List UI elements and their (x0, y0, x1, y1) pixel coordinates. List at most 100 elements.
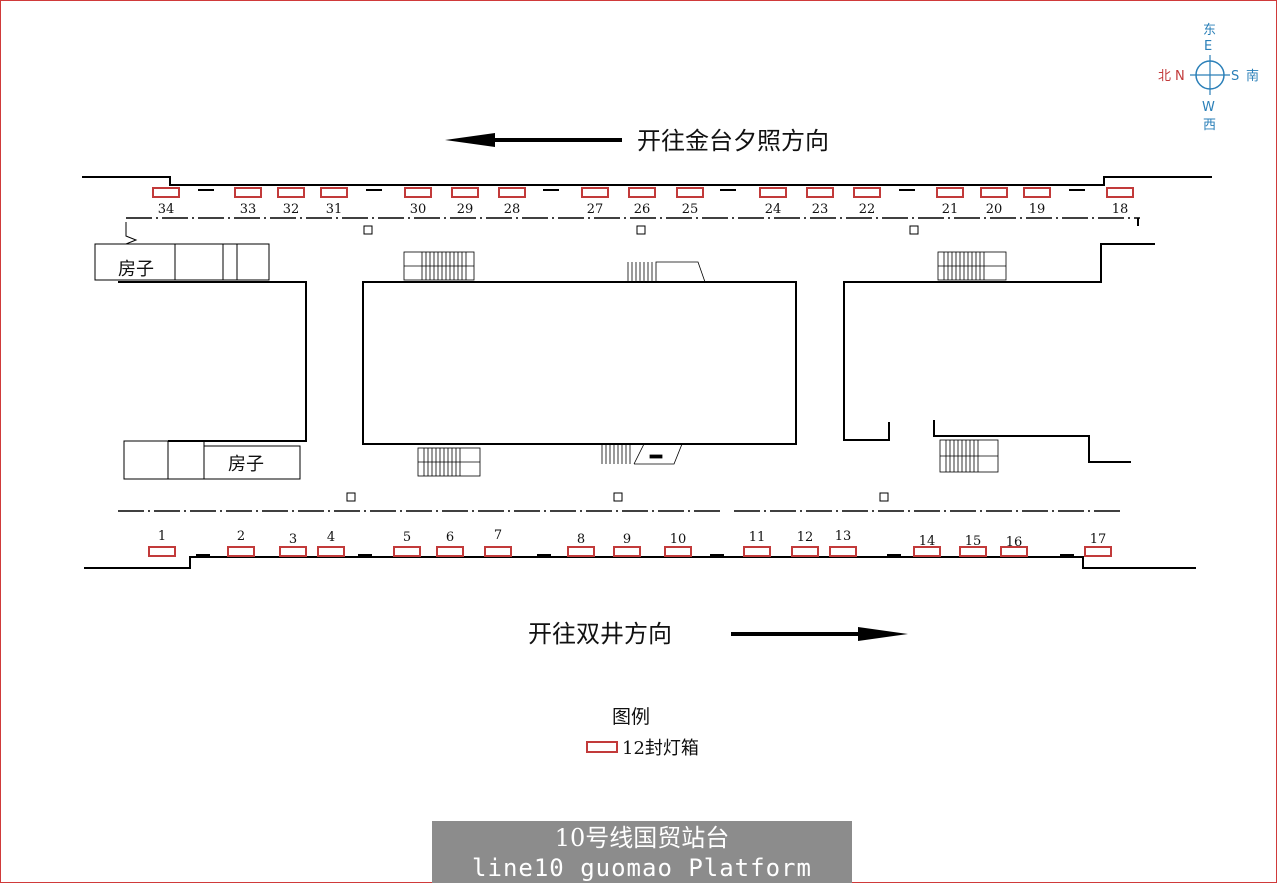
top-lightbox-label-25: 25 (682, 202, 699, 217)
top-lightbox-label-34: 34 (158, 202, 175, 217)
bottom-lightbox-label-15: 15 (965, 534, 982, 549)
bottom-lightbox-label-12: 12 (797, 530, 814, 545)
legend-item-label: 12封灯箱 (622, 738, 699, 759)
escalator-top-right (937, 251, 1007, 281)
legend-item: 12封灯箱 (586, 734, 699, 760)
bottom-lightbox-12 (791, 546, 819, 557)
direction-label-top: 开往金台夕照方向 (637, 127, 829, 155)
lightboxes-top: 34 33 32 31 30 29 28 27 26 25 24 23 22 21 20 19 18 (152, 187, 1134, 217)
bottom-lightbox-label-4: 4 (327, 530, 335, 545)
bottom-lightbox-13 (829, 546, 857, 557)
bottom-lightbox-15 (959, 546, 987, 557)
bottom-lightbox-5 (393, 546, 421, 557)
bottom-lightbox-8 (567, 546, 595, 557)
platform-markers (196, 189, 1085, 556)
room-label-bottom: 房子 (228, 454, 264, 475)
bottom-lightbox-label-17: 17 (1090, 532, 1107, 547)
map-title-banner: 10号线国贸站台 line10 guomao Platform (432, 821, 852, 883)
bottom-lightbox-label-6: 6 (446, 530, 454, 545)
top-lightbox-label-26: 26 (634, 202, 651, 217)
bottom-lightbox-label-16: 16 (1006, 535, 1023, 550)
top-lightbox-label-22: 22 (859, 202, 876, 217)
bottom-lightbox-1 (148, 546, 176, 557)
bottom-lightbox-4 (317, 546, 345, 557)
top-lightbox-21 (936, 187, 964, 198)
top-lightbox-label-32: 32 (283, 202, 300, 217)
bottom-lightbox-16 (1000, 546, 1028, 557)
top-lightbox-label-23: 23 (812, 202, 829, 217)
top-lightbox-label-18: 18 (1112, 202, 1129, 217)
bottom-lightbox-9 (613, 546, 641, 557)
compass-north: N (1175, 69, 1185, 84)
bottom-lightbox-label-9: 9 (623, 532, 631, 547)
bottom-lightbox-3 (279, 546, 307, 557)
direction-arrow-bottom (731, 627, 908, 641)
escalator-top-left (403, 251, 475, 281)
top-lightbox-34 (152, 187, 180, 198)
bottom-lightbox-7 (484, 546, 512, 557)
top-lightbox-20 (980, 187, 1008, 198)
escalator-bottom-right (939, 439, 999, 473)
top-lightbox-25 (676, 187, 704, 198)
top-lightbox-30 (404, 187, 432, 198)
top-lightbox-27 (581, 187, 609, 198)
top-lightbox-32 (277, 187, 305, 198)
top-lightbox-22 (853, 187, 881, 198)
bottom-lightbox-label-2: 2 (237, 529, 245, 544)
compass-icon: 东 E 北 N S 南 W 西 (1158, 23, 1259, 133)
top-lightbox-label-31: 31 (326, 202, 343, 217)
top-lightbox-label-28: 28 (504, 202, 521, 217)
compass-east: E (1204, 39, 1212, 54)
top-lightbox-33 (234, 187, 262, 198)
map-subtitle: line10 guomao Platform (472, 854, 812, 882)
top-lightbox-label-19: 19 (1029, 202, 1046, 217)
walls (118, 218, 1155, 463)
lightbox-swatch-icon (586, 741, 618, 753)
top-lightbox-29 (451, 187, 479, 198)
bottom-lightbox-label-7: 7 (494, 528, 502, 543)
column-markers (346, 225, 919, 502)
top-lightbox-label-21: 21 (942, 202, 959, 217)
top-lightbox-26 (628, 187, 656, 198)
top-lightbox-28 (498, 187, 526, 198)
bottom-lightbox-label-14: 14 (919, 534, 936, 549)
room-label-top: 房子 (118, 259, 154, 280)
top-lightbox-24 (759, 187, 787, 198)
top-lightbox-label-33: 33 (240, 202, 257, 217)
bottom-lightbox-label-13: 13 (835, 529, 852, 544)
bottom-lightbox-label-3: 3 (289, 532, 297, 547)
stairs-top-center (627, 261, 706, 283)
compass-north-cn: 北 (1158, 69, 1171, 84)
bottom-lightbox-label-1: 1 (158, 529, 166, 544)
compass-south-cn: 南 (1246, 68, 1259, 84)
direction-label-bottom: 开往双井方向 (528, 620, 672, 648)
compass-east-cn: 东 (1203, 23, 1216, 38)
bottom-lightbox-14 (913, 546, 941, 557)
top-lightbox-label-27: 27 (587, 202, 604, 217)
top-lightbox-label-20: 20 (986, 202, 1003, 217)
top-lightbox-19 (1023, 187, 1051, 198)
top-lightbox-31 (320, 187, 348, 198)
legend-title: 图例 (612, 706, 651, 728)
top-lightbox-label-24: 24 (765, 202, 782, 217)
bottom-lightbox-label-8: 8 (577, 532, 585, 547)
escalator-bottom-left (417, 447, 481, 477)
top-lightbox-23 (806, 187, 834, 198)
room-top (94, 243, 270, 281)
top-lightbox-label-29: 29 (457, 202, 474, 217)
bottom-lightbox-17 (1084, 546, 1112, 557)
bottom-lightbox-6 (436, 546, 464, 557)
compass-west-cn: 西 (1203, 118, 1216, 133)
stairs-bottom-center (601, 443, 683, 465)
compass-south: S (1231, 69, 1239, 84)
compass-west: W (1202, 100, 1215, 115)
bottom-lightbox-11 (743, 546, 771, 557)
room-bottom (123, 440, 301, 480)
bottom-lightbox-label-5: 5 (403, 530, 411, 545)
bottom-lightbox-10 (664, 546, 692, 557)
top-lightbox-18 (1106, 187, 1134, 198)
top-lightbox-label-30: 30 (410, 202, 427, 217)
bottom-lightbox-2 (227, 546, 255, 557)
